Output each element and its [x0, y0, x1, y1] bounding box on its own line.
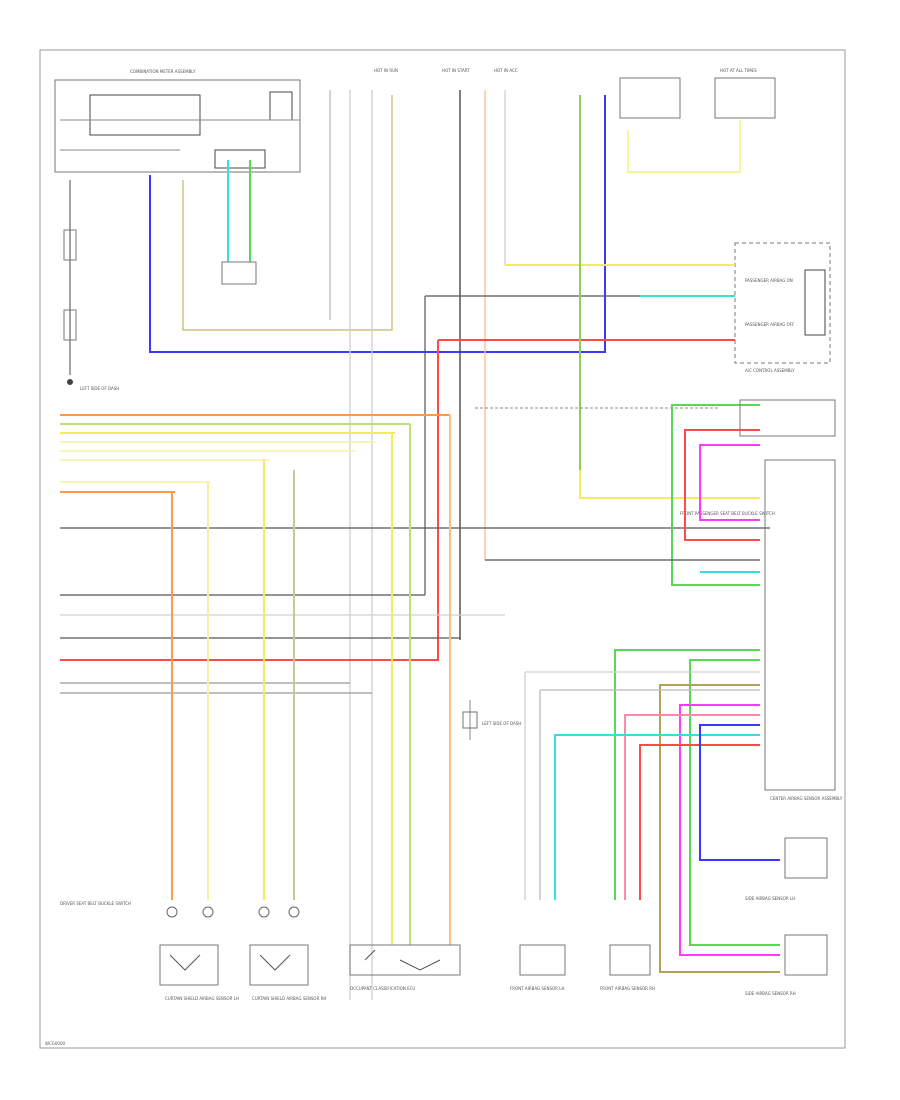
left-drops — [171, 415, 451, 945]
svg-text:COMBINATION METER ASSEMBLY: COMBINATION METER ASSEMBLY — [130, 69, 196, 74]
svg-text:HOT IN ACC: HOT IN ACC — [494, 68, 518, 73]
side-sensor-right: SIDE AIRBAG SENSOR LH — [745, 837, 828, 901]
combination-meter: COMBINATION METER ASSEMBLY — [54, 69, 301, 173]
svg-text:FRONT AIRBAG SENSOR RH: FRONT AIRBAG SENSOR RH — [600, 986, 655, 991]
top-fuse-wires: HOT IN RUN HOT IN START HOT IN ACC HOT A… — [329, 68, 757, 1000]
svg-text:FRONT PASSENGER SEAT BELT BUCK: FRONT PASSENGER SEAT BELT BUCKLE SWITCH — [680, 511, 775, 516]
svg-text:HOT IN START: HOT IN START — [442, 68, 470, 73]
svg-text:CURTAIN SHIELD AIRBAG SENSOR R: CURTAIN SHIELD AIRBAG SENSOR RH — [252, 996, 326, 1001]
svg-text:HOT AT ALL TIMES: HOT AT ALL TIMES — [720, 68, 757, 73]
svg-text:SIDE AIRBAG SENSOR LH: SIDE AIRBAG SENSOR LH — [745, 896, 795, 901]
svg-text:CURTAIN SHIELD AIRBAG SENSOR L: CURTAIN SHIELD AIRBAG SENSOR LH — [165, 996, 239, 1001]
ac-control-assembly: A/C CONTROL ASSEMBLY PASSENGER AIRBAG ON… — [734, 242, 831, 373]
front-sensor-left: FRONT AIRBAG SENSOR LH — [510, 944, 566, 991]
svg-text:PASSENGER AIRBAG OFF: PASSENGER AIRBAG OFF — [745, 322, 795, 327]
left-bus — [60, 414, 770, 694]
svg-text:LEFT SIDE OF DASH: LEFT SIDE OF DASH — [80, 386, 119, 391]
svg-text:LEFT SIDE OF DASH: LEFT SIDE OF DASH — [482, 721, 521, 726]
svg-text:OCCUPANT CLASSIFICATION ECU: OCCUPANT CLASSIFICATION ECU — [350, 986, 415, 991]
yellow-center-wire — [579, 470, 760, 499]
spiral-cable-right: CURTAIN SHIELD AIRBAG SENSOR RH — [249, 906, 326, 1001]
svg-text:HOT IN RUN: HOT IN RUN — [374, 68, 398, 73]
blue-wire — [149, 95, 606, 353]
svg-text:A/C CONTROL ASSEMBLY: A/C CONTROL ASSEMBLY — [745, 368, 795, 373]
front-sensor-right: FRONT AIRBAG SENSOR RH — [600, 944, 655, 991]
diagram-frame — [39, 49, 846, 1049]
tan-loop-wire — [182, 95, 393, 331]
side-sensor-far-right: SIDE AIRBAG SENSOR RH — [745, 934, 828, 996]
figure-code: WCG0000 — [45, 1041, 65, 1046]
svg-text:FRONT AIRBAG SENSOR LH: FRONT AIRBAG SENSOR LH — [510, 986, 564, 991]
svg-text:DRIVER SEAT BELT BUCKLE SWITCH: DRIVER SEAT BELT BUCKLE SWITCH — [60, 901, 131, 906]
svg-text:CENTER AIRBAG SENSOR ASSEMBLY: CENTER AIRBAG SENSOR ASSEMBLY — [770, 796, 843, 801]
center-ground: LEFT SIDE OF DASH — [462, 700, 521, 740]
right-harness — [485, 399, 836, 586]
red-ac-wire — [60, 339, 735, 661]
svg-text:PASSENGER AIRBAG ON: PASSENGER AIRBAG ON — [745, 278, 793, 283]
center-airbag-sensor: CENTER AIRBAG SENSOR ASSEMBLY FRONT PASS… — [680, 459, 843, 801]
svg-text:SIDE AIRBAG SENSOR RH: SIDE AIRBAG SENSOR RH — [745, 991, 796, 996]
bottom-right-harness — [524, 649, 780, 973]
passenger-classification: OCCUPANT CLASSIFICATION ECU — [349, 944, 461, 991]
spiral-cable-left: CURTAIN SHIELD AIRBAG SENSOR LH DRIVER S… — [60, 901, 239, 1001]
small-connector — [221, 160, 257, 285]
yellow-top-loop — [627, 120, 741, 173]
cluster-ground: LEFT SIDE OF DASH — [63, 180, 119, 391]
